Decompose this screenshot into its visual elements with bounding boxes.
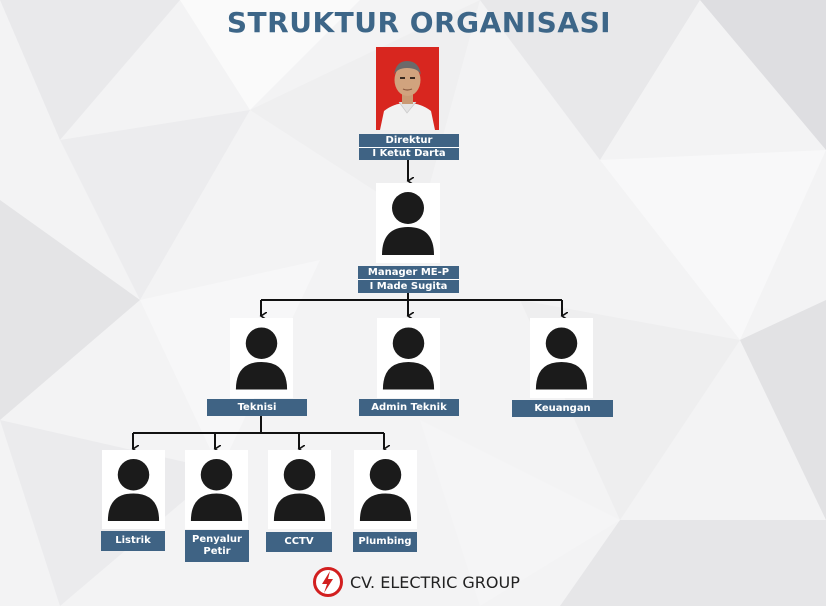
admin-teknik-label: Admin Teknik — [359, 399, 459, 416]
teknisi-avatar-icon — [230, 318, 293, 398]
brand-name: CV. ELECTRIC GROUP — [350, 572, 520, 592]
listrik-label: Listrik — [101, 531, 165, 551]
director-role-label: Direktur — [359, 134, 459, 147]
keuangan-avatar-icon — [530, 318, 593, 398]
brand-footer: CV. ELECTRIC GROUP — [312, 566, 520, 598]
teknisi-label: Teknisi — [207, 399, 307, 416]
manager-role-label: Manager ME-P — [358, 266, 459, 279]
listrik-avatar-icon — [102, 450, 165, 529]
manager-avatar-icon — [376, 183, 440, 263]
manager-name-label: I Made Sugita — [358, 279, 459, 293]
penyalur-petir-avatar-icon — [185, 450, 248, 529]
cctv-label: CCTV — [266, 532, 332, 552]
director-photo — [376, 47, 439, 130]
cctv-avatar-icon — [268, 450, 331, 529]
lightning-bolt-icon — [313, 567, 343, 597]
director-name-label: I Ketut Darta — [359, 147, 459, 160]
plumbing-label: Plumbing — [353, 532, 417, 552]
plumbing-avatar-icon — [354, 450, 417, 529]
penyalur-petir-label: Penyalur Petir — [185, 530, 249, 562]
admin-teknik-avatar-icon — [377, 318, 440, 398]
keuangan-label: Keuangan — [512, 400, 613, 417]
page-title: STRUKTUR ORGANISASI — [226, 6, 612, 39]
